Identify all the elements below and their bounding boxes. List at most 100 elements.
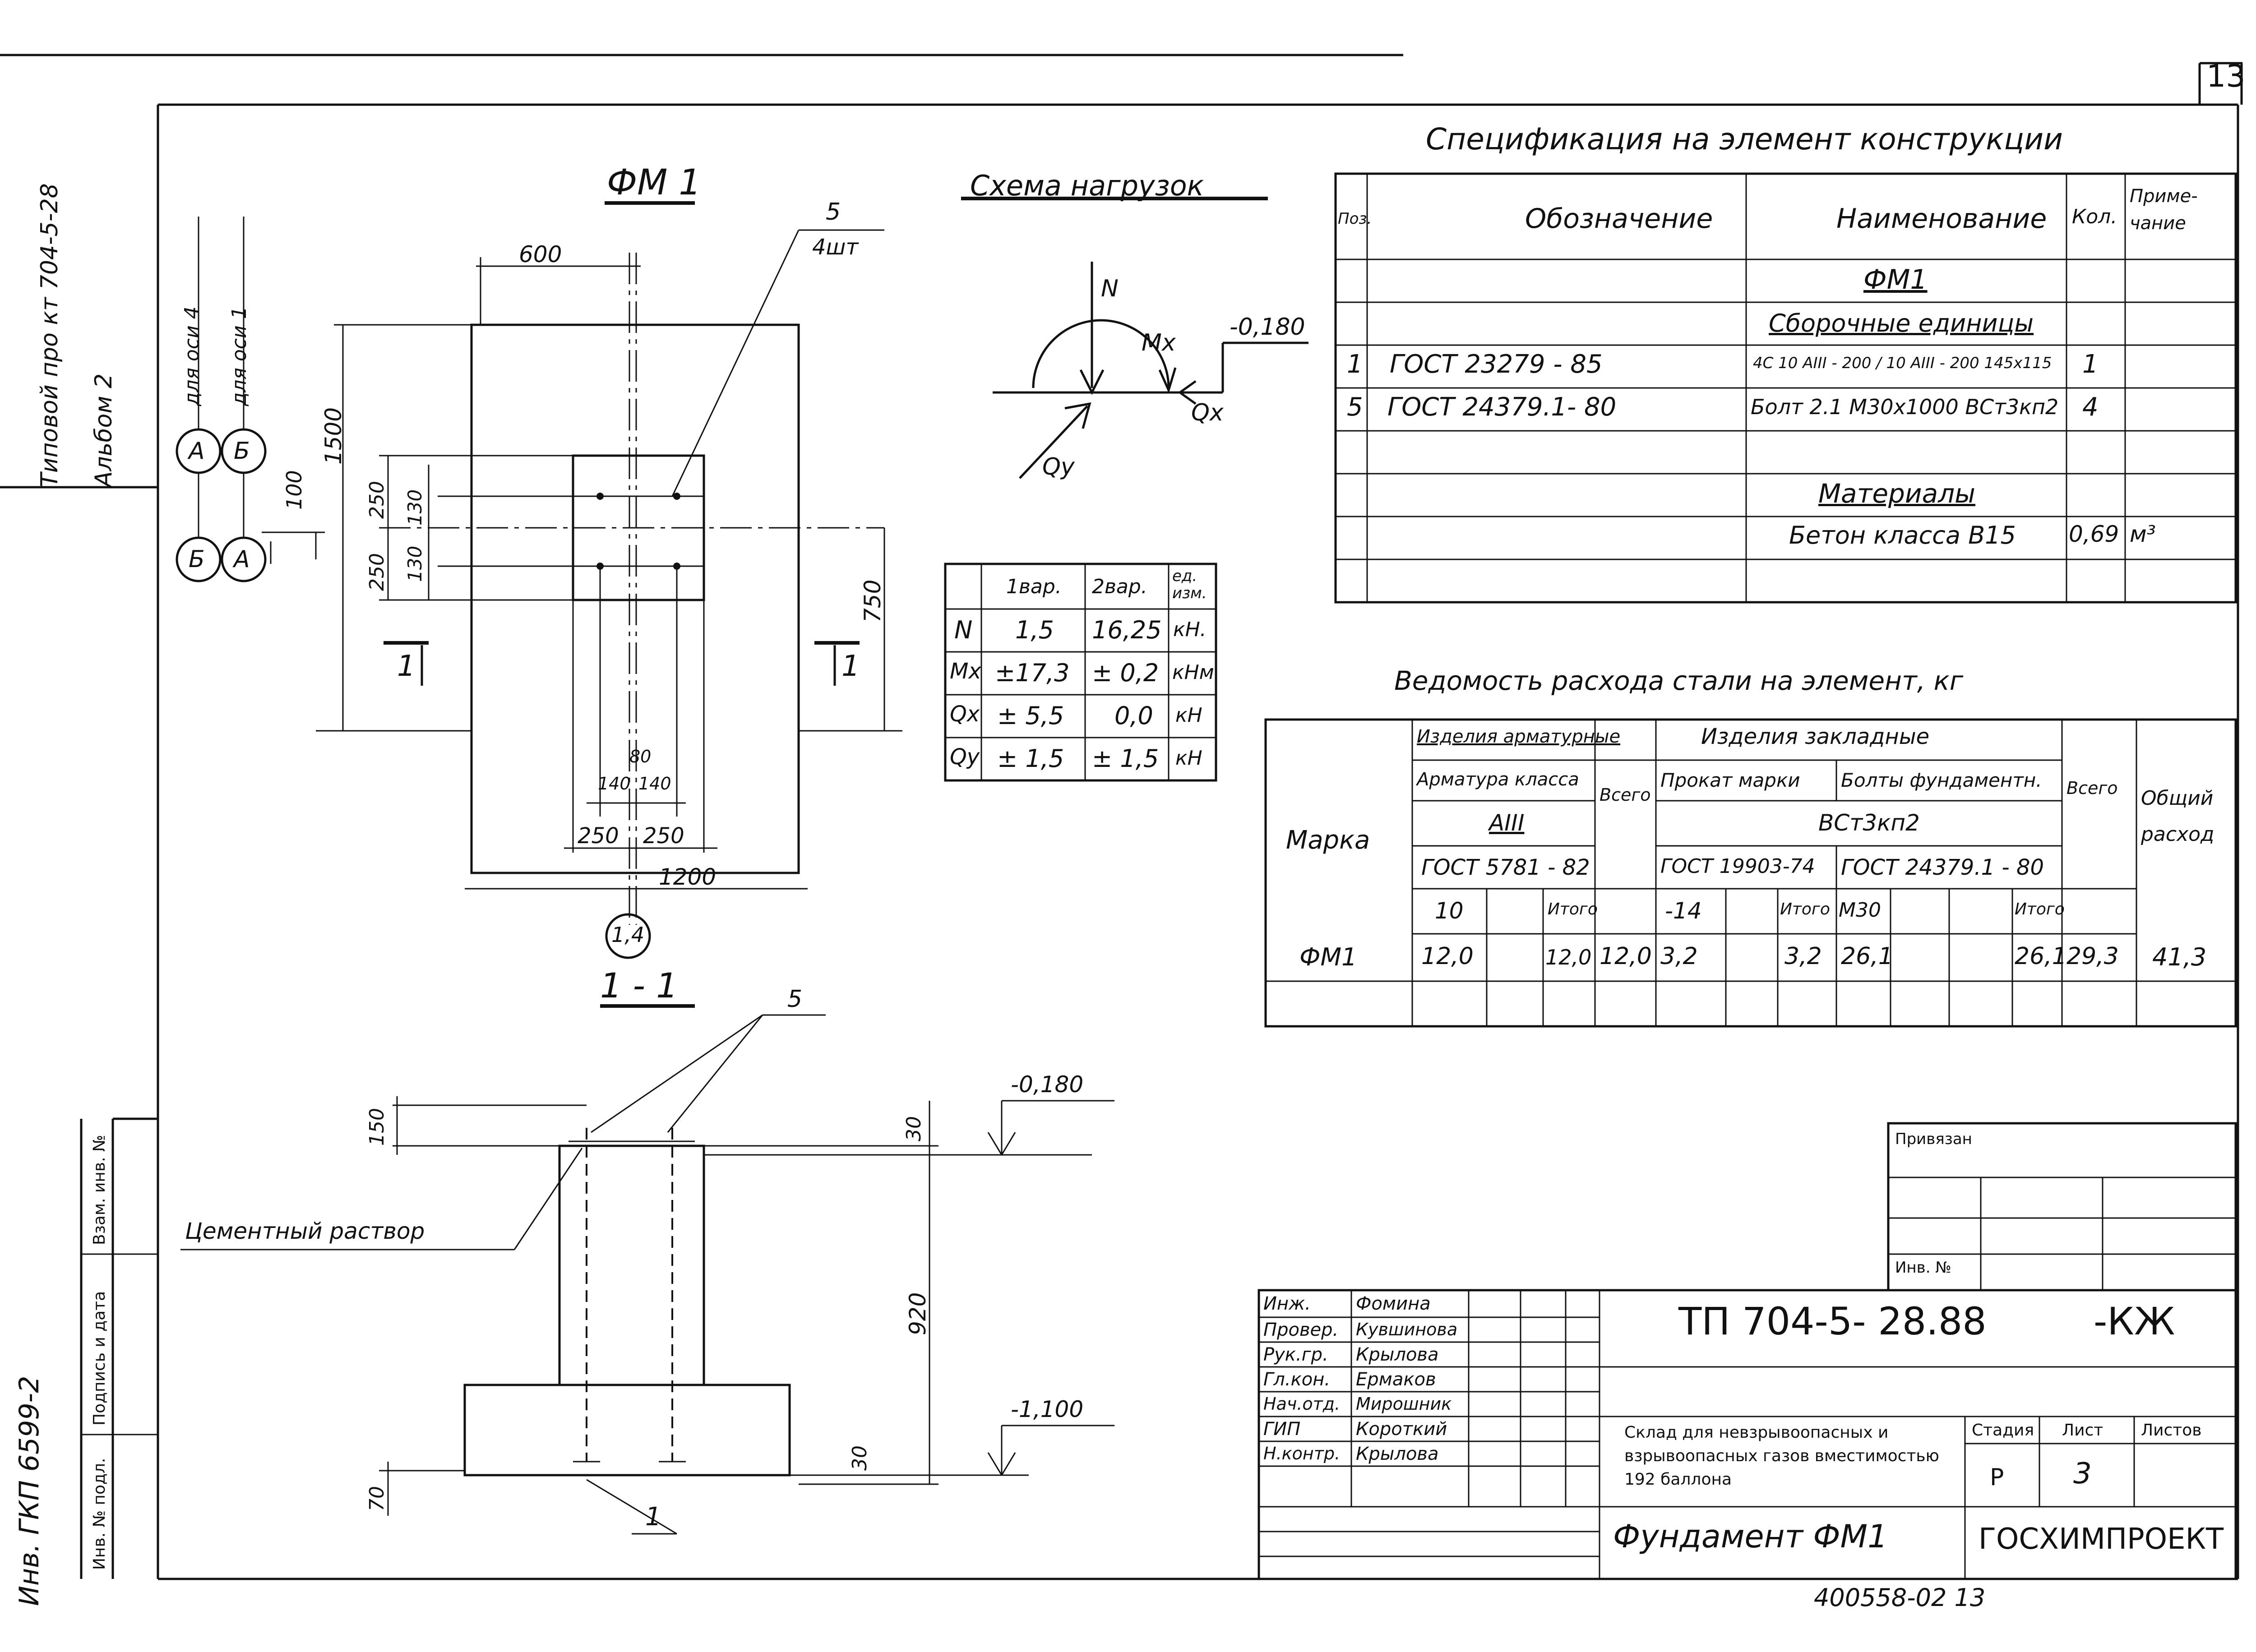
privyazan-label: Привязан — [1895, 1130, 1972, 1148]
load-r3-c0: Qy — [950, 744, 980, 770]
album-title: Типовой про кт 704-5-28 — [36, 183, 63, 487]
steel-vsego-1: Всего — [1600, 785, 1651, 805]
spec-title: Спецификация на элемент конструкции — [1426, 122, 2063, 157]
side-inv-number: Инв. ГКП 6599-2 — [14, 1375, 45, 1606]
spec-r2-qty: 1 — [2082, 350, 2099, 379]
dim-250-left: 250 — [578, 823, 619, 849]
axis1-label: для оси 1 — [228, 306, 251, 406]
load-r2-c0: Qx — [950, 701, 980, 727]
drawing-code: ТП 704-5- 28.88 — [1678, 1299, 1987, 1343]
axis-14-label: 1,4 — [611, 923, 645, 947]
plan-callout-4pcs: 4шт — [812, 235, 859, 260]
load-r0-c2: 16,25 — [1092, 616, 1162, 644]
dim-30-top: 30 — [902, 1116, 925, 1141]
project-name: Склад для невзрывоопасных и взрывоопасны… — [1624, 1423, 1939, 1489]
steel-row-itogo2: 3,2 — [1784, 943, 1822, 970]
steel-table-grid — [1264, 718, 2237, 1028]
load-head-var2: 2вар. — [1092, 575, 1147, 598]
load-mx-label: Mx — [1142, 329, 1176, 356]
sheet-value: 3 — [2073, 1457, 2092, 1490]
load-qy-label: Qy — [1042, 453, 1075, 480]
spec-r6-note: м³ — [2130, 521, 2156, 547]
spec-r0-name: ФМ1 — [1863, 264, 1928, 295]
steel-row-total: 41,3 — [2152, 943, 2207, 971]
sheets-label: Листов — [2141, 1421, 2202, 1440]
load-r3-c1: ± 1,5 — [997, 744, 1064, 773]
stage-value: Р — [1990, 1464, 2004, 1491]
steel-bolts: Болты фундаментн. — [1841, 769, 2042, 791]
load-qx-label: Qx — [1191, 399, 1224, 426]
steel-sub-itogo-3: Итого — [2015, 900, 2065, 918]
load-scheme — [961, 197, 1308, 479]
load-r2-c2: 0,0 — [1114, 701, 1153, 730]
spec-r5-name: Материалы — [1818, 478, 1975, 509]
spec-r2-code: ГОСТ 23279 - 85 — [1390, 350, 1603, 379]
steel-sub-itogo-1: Итого — [1548, 900, 1598, 918]
steel-sub-10: 10 — [1435, 898, 1464, 924]
load-r2-c1: ± 5,5 — [997, 701, 1064, 730]
side-label-original: Инв. № подл. — [90, 1458, 109, 1570]
inv-no-label: Инв. № — [1895, 1259, 1951, 1277]
load-r0-c1: 1,5 — [1015, 616, 1054, 644]
spec-head-name: Наименование — [1836, 203, 2047, 235]
drawing-name: Фундамент ФМ1 — [1613, 1518, 1888, 1555]
spec-r3-code: ГОСТ 24379.1- 80 — [1387, 392, 1617, 422]
steel-arm-group: Изделия арматурные — [1417, 726, 1621, 747]
steel-row-m30: 26,1 — [1841, 943, 1893, 970]
steel-row-itogo3: 26,1 — [2015, 943, 2067, 970]
dim-250-upper: 250 — [365, 481, 388, 519]
dim-1200: 1200 — [659, 864, 717, 890]
dim-70: 70 — [365, 1486, 388, 1511]
title-people-name-4: Мирошник — [1356, 1394, 1452, 1414]
bottom-stamp: 400558-02 13 — [1814, 1583, 1986, 1612]
dim-750: 750 — [860, 579, 886, 623]
title-people-role-6: Н.контр. — [1263, 1444, 1341, 1463]
title-block-grid — [1257, 1122, 2237, 1580]
steel-sub-14: -14 — [1665, 898, 1702, 924]
title-people-role-2: Рук.гр. — [1263, 1344, 1328, 1365]
axis4-label: для оси 4 — [180, 306, 203, 406]
load-r1-c3: кНм — [1172, 661, 1214, 684]
steel-emb-group: Изделия закладные — [1701, 724, 1930, 749]
steel-arm-class-val: АIII — [1489, 810, 1525, 836]
load-r3-c3: кН — [1175, 747, 1202, 770]
cut-mark-left: 1 — [397, 650, 416, 683]
steel-row-marka: ФМ1 — [1299, 943, 1357, 971]
dim-140-left: 140 — [598, 774, 631, 794]
dim-80: 80 — [629, 747, 652, 766]
dim-150: 150 — [365, 1108, 388, 1146]
dim-250-lower: 250 — [365, 553, 388, 591]
steel-sub-m30: М30 — [1839, 899, 1881, 922]
plan-view — [316, 201, 902, 1008]
steel-grade: ВСт3кп2 — [1818, 810, 1920, 836]
drawing-suffix: -КЖ — [2094, 1299, 2175, 1343]
steel-gost-24379: ГОСТ 24379.1 - 80 — [1841, 855, 2044, 880]
dim-250-right: 250 — [643, 823, 684, 849]
stage-label: Стадия — [1972, 1421, 2034, 1440]
spec-r3-pos: 5 — [1347, 392, 1363, 422]
spec-head-pos: Поз. — [1338, 210, 1372, 228]
spec-r1-name: Сборочные единицы — [1769, 309, 2034, 337]
load-table-grid — [944, 563, 1217, 782]
sheet-label: Лист — [2062, 1421, 2103, 1440]
title-people-role-4: Нач.отд. — [1263, 1394, 1341, 1414]
dim-1500: 1500 — [320, 407, 347, 465]
load-scheme-title: Схема нагрузок — [970, 169, 1204, 202]
spec-r2-pos: 1 — [1347, 350, 1363, 379]
sheet-number: 13 — [2206, 59, 2246, 94]
load-r1-c0: Mx — [950, 659, 981, 684]
steel-row-v1: 12,0 — [1421, 943, 1474, 970]
load-r1-c1: ±17,3 — [995, 659, 1070, 687]
title-people-role-0: Инж. — [1263, 1293, 1311, 1314]
dim-100: 100 — [282, 470, 306, 510]
steel-row-v14: 3,2 — [1660, 943, 1698, 970]
load-head-var1: 1вар. — [1006, 575, 1062, 598]
spec-r6-qty: 0,69 — [2069, 521, 2119, 547]
steel-title: Ведомость расхода стали на элемент, кг — [1394, 665, 1964, 696]
steel-arm-class: Арматура класса — [1417, 769, 1579, 790]
axis-b-top: Б — [234, 438, 250, 465]
title-people-role-1: Провер. — [1263, 1320, 1339, 1340]
title-people-role-3: Гл.кон. — [1263, 1369, 1331, 1390]
cut-mark-right: 1 — [841, 650, 860, 683]
title-people-name-1: Кувшинова — [1356, 1320, 1458, 1339]
